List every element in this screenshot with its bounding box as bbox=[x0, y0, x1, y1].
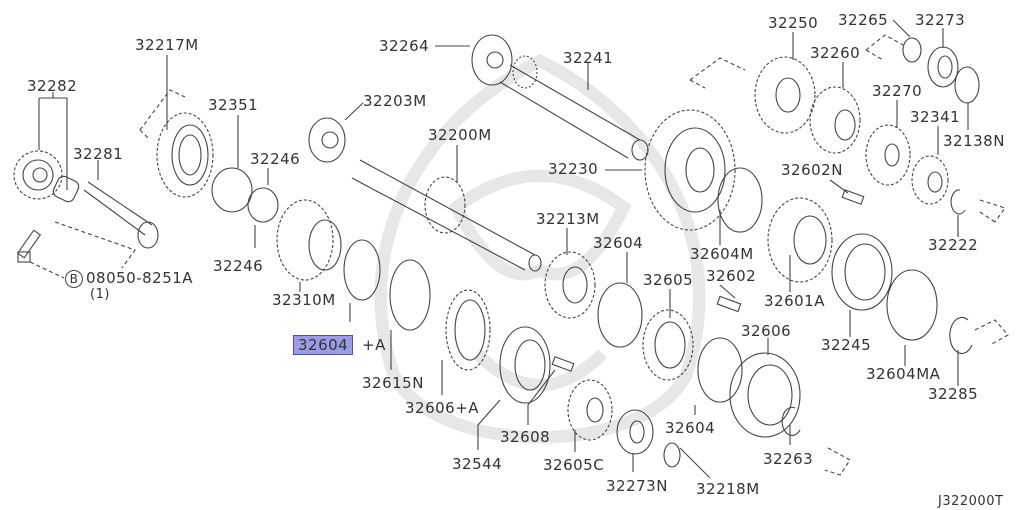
part-label[interactable]: 32265 bbox=[838, 11, 889, 29]
bolt-part-label[interactable]: 08050-8251A bbox=[86, 269, 194, 287]
part-label[interactable]: 32200M bbox=[428, 126, 492, 144]
sleeve-32245-icon bbox=[831, 233, 893, 337]
bolt-icon bbox=[16, 221, 136, 279]
part-label[interactable]: 32604 bbox=[593, 234, 644, 252]
ring-32615N-icon bbox=[389, 259, 431, 370]
part-label[interactable]: 32230 bbox=[548, 160, 599, 178]
part-label[interactable]: 32138N bbox=[943, 132, 1005, 150]
gear-32270-icon bbox=[865, 100, 911, 186]
shaft-32241-icon bbox=[499, 55, 649, 161]
part-label[interactable]: 32246 bbox=[213, 257, 264, 275]
fork-32544-icon bbox=[477, 326, 551, 450]
part-label[interactable]: 32273N bbox=[606, 477, 668, 495]
part-label[interactable]: 32351 bbox=[208, 96, 259, 114]
gear-32217M-icon bbox=[139, 55, 214, 198]
part-label[interactable]: 32263 bbox=[763, 450, 814, 468]
bolt-marker-icon: B bbox=[65, 270, 83, 288]
part-label[interactable]: 32604 bbox=[665, 419, 716, 437]
part-label-suffix: +A bbox=[362, 336, 386, 354]
part-label[interactable]: 32341 bbox=[910, 108, 961, 126]
bearing-32273-icon bbox=[927, 28, 959, 88]
bearing-32203M-icon bbox=[308, 102, 364, 163]
key-32608-icon bbox=[527, 356, 575, 425]
gear-32282-icon bbox=[13, 92, 68, 200]
part-label[interactable]: 32601A bbox=[764, 292, 825, 310]
part-label[interactable]: 32270 bbox=[872, 82, 923, 100]
ring-32604c-icon bbox=[694, 337, 743, 415]
part-label[interactable]: 32608 bbox=[500, 428, 551, 446]
ring-32604b-icon bbox=[343, 239, 381, 322]
snap-ring-32263-icon bbox=[781, 406, 851, 476]
sleeve-32606A-icon bbox=[441, 289, 491, 395]
gear-32605C-icon bbox=[567, 379, 613, 452]
gear-32260-icon bbox=[809, 62, 861, 154]
part-label[interactable]: 32260 bbox=[810, 44, 861, 62]
hub-32601A-icon bbox=[767, 197, 833, 292]
part-label[interactable]: 32222 bbox=[928, 236, 979, 254]
part-label[interactable]: 32604MA bbox=[866, 365, 941, 383]
part-label[interactable]: 32213M bbox=[536, 210, 600, 228]
part-label[interactable]: 32606 bbox=[741, 322, 792, 340]
part-label[interactable]: 32282 bbox=[27, 77, 78, 95]
part-label[interactable]: 32605C bbox=[543, 456, 605, 474]
sleeve-32281-icon bbox=[52, 175, 80, 203]
shaft-32200M-icon bbox=[351, 145, 542, 272]
part-label[interactable]: 32217M bbox=[135, 36, 199, 54]
ring-32351-icon bbox=[211, 115, 253, 213]
ring-32604MA-icon bbox=[886, 269, 938, 366]
washer-32138N-icon bbox=[954, 66, 980, 130]
gear-32213M-icon bbox=[544, 228, 596, 319]
bearing-32273N-icon bbox=[616, 409, 654, 472]
part-label[interactable]: 32606+A bbox=[405, 399, 480, 417]
bearing-32264-icon bbox=[435, 34, 513, 86]
snap-ring-32285-icon bbox=[949, 316, 1009, 386]
part-label[interactable]: 32602 bbox=[706, 267, 757, 285]
part-label[interactable]: 32246 bbox=[250, 150, 301, 168]
ring-32604M-icon bbox=[717, 167, 763, 245]
part-label[interactable]: 32245 bbox=[821, 336, 872, 354]
snap-ring-32246a-icon bbox=[247, 168, 279, 223]
part-label[interactable]: 32310M bbox=[272, 291, 336, 309]
part-label[interactable]: 32285 bbox=[928, 385, 979, 403]
part-label[interactable]: 32281 bbox=[73, 145, 124, 163]
part-label[interactable]: 32604M bbox=[690, 245, 754, 263]
watermark-logo bbox=[374, 53, 706, 444]
gear-32341-icon bbox=[911, 126, 949, 205]
hub-32605-icon bbox=[642, 289, 694, 381]
key-32602N-icon bbox=[829, 179, 865, 205]
gear-32250-icon bbox=[689, 32, 816, 134]
part-label[interactable]: 32264 bbox=[379, 37, 430, 55]
gear-32310M-icon bbox=[276, 199, 342, 292]
part-label[interactable]: 32544 bbox=[452, 455, 503, 473]
bolt-qty-label: (1) bbox=[90, 287, 110, 302]
part-label[interactable]: 32241 bbox=[563, 49, 614, 67]
part-label[interactable]: 32273 bbox=[915, 11, 966, 29]
washer-32265-icon bbox=[865, 19, 922, 63]
snap-ring-32222-icon bbox=[950, 189, 1006, 237]
part-label[interactable]: 32203M bbox=[363, 92, 427, 110]
part-label[interactable]: 32602N bbox=[781, 161, 843, 179]
washer-32218M-icon bbox=[663, 442, 711, 479]
diagram-reference-code: J322000T bbox=[938, 494, 1004, 509]
gear-32230-icon bbox=[605, 109, 736, 231]
key-32602-icon bbox=[716, 284, 742, 313]
part-label[interactable]: 32218M bbox=[696, 480, 760, 498]
part-label[interactable]: 32250 bbox=[768, 14, 819, 32]
shaft-32281-icon bbox=[83, 160, 159, 249]
part-label[interactable]: 32605 bbox=[643, 271, 694, 289]
part-label[interactable]: 32615N bbox=[362, 374, 424, 392]
part-label-highlighted[interactable]: 32604 bbox=[293, 335, 354, 355]
ring-32604a-icon bbox=[597, 252, 643, 348]
sleeve-32606-icon bbox=[729, 338, 801, 438]
